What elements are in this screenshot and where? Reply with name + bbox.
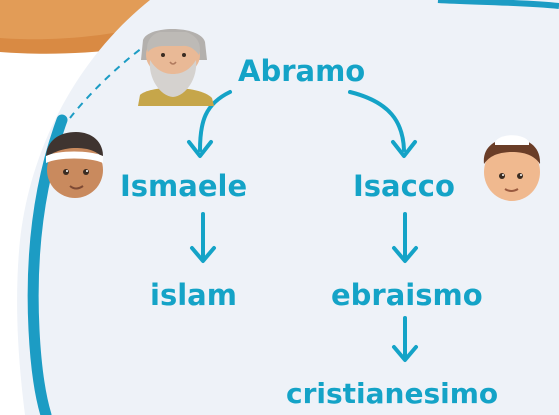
node-ismaele: Ismaele — [120, 169, 248, 203]
arrow-abramo-ismaele — [198, 90, 232, 152]
node-cristianesimo: cristianesimo — [286, 377, 499, 410]
node-ebraismo: ebraismo — [331, 278, 483, 312]
abramo-portrait — [138, 28, 214, 106]
arrow-abramo-isacco — [348, 90, 406, 152]
node-islam: islam — [150, 278, 237, 312]
isacco-portrait — [483, 135, 541, 201]
ismaele-portrait — [46, 132, 104, 198]
panel-border-top — [437, 0, 559, 9]
node-isacco: Isacco — [353, 169, 455, 203]
node-abramo: Abramo — [238, 54, 366, 88]
